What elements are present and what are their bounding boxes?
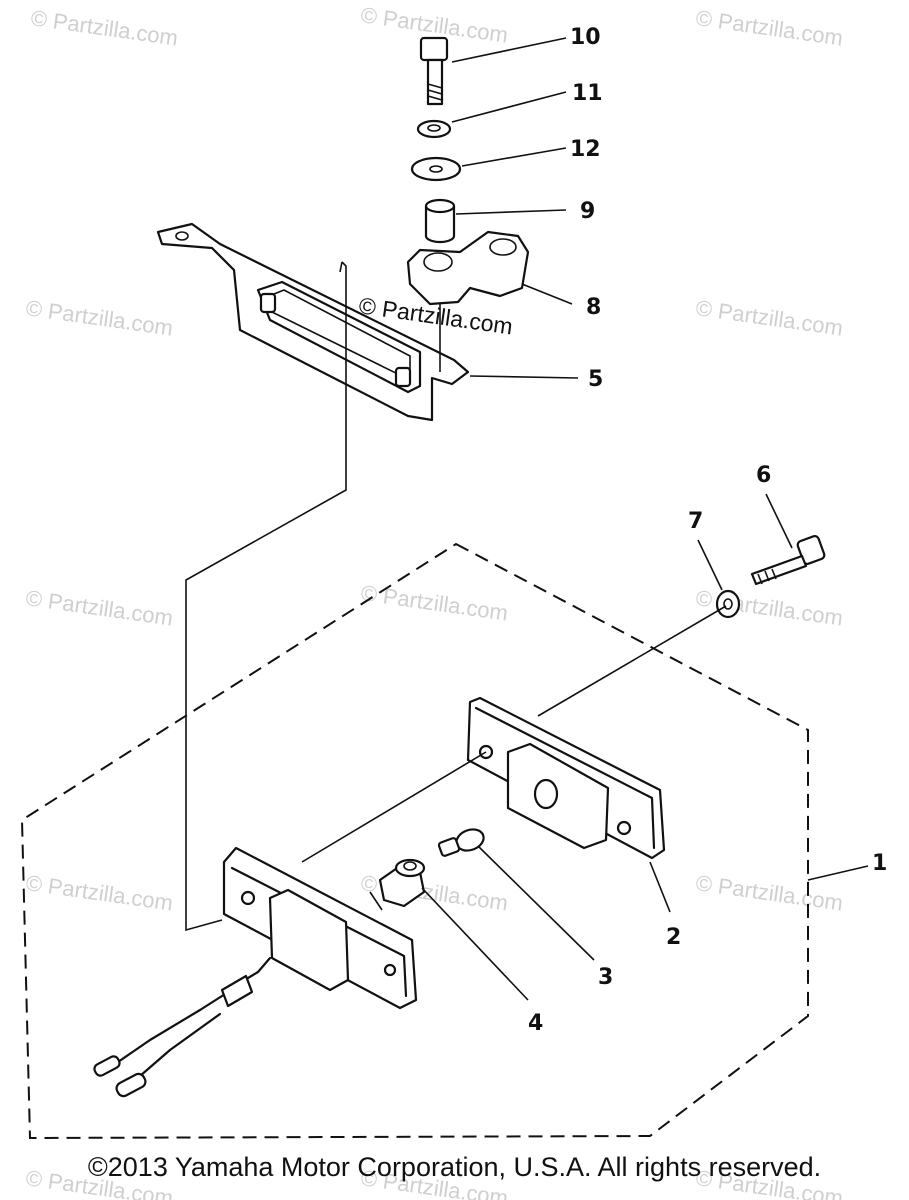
watermark-text: © Partzilla.com [24, 585, 174, 630]
watermark-text: © Partzilla.com [24, 295, 174, 340]
copyright-notice: ©2013 Yamaha Motor Corporation, U.S.A. A… [87, 1152, 822, 1182]
callout-labels: 10 11 12 9 8 5 6 7 2 1 3 4 [528, 25, 887, 1036]
callout-12: 12 [570, 137, 601, 162]
assembly-leader-lines [185, 261, 727, 932]
part-5-bracket [156, 222, 470, 422]
callout-6: 6 [756, 463, 771, 488]
watermark-text: © Partzilla.com [694, 5, 844, 50]
part-7-washer [715, 589, 741, 619]
callout-3: 3 [598, 965, 613, 990]
watermark-text: © Partzilla.com [359, 580, 509, 625]
callout-11: 11 [572, 81, 603, 106]
watermark-text: © Partzilla.com [694, 295, 844, 340]
callout-leaders [421, 37, 869, 1001]
callout-10: 10 [570, 25, 601, 50]
watermark-text: © Partzilla.com [24, 870, 174, 915]
part-9-collar [424, 198, 456, 244]
part-6-screw [750, 534, 826, 586]
part-12-washer [410, 156, 462, 182]
part-8-arm [406, 230, 530, 372]
callout-9: 9 [580, 199, 595, 224]
lamp-housing [93, 846, 418, 1098]
part-4-socket [369, 858, 426, 911]
callout-5: 5 [588, 367, 603, 392]
callout-1: 1 [872, 851, 887, 876]
watermark-text: © Partzilla.com [29, 5, 179, 50]
assembly-boundary [20, 542, 809, 1140]
part-11-lock-washer [416, 119, 452, 139]
callout-2: 2 [666, 925, 681, 950]
part-3-bulb [437, 828, 485, 857]
part-10-bolt [419, 36, 449, 106]
callout-7: 7 [688, 509, 703, 534]
part-2-lens [466, 696, 666, 860]
callout-8: 8 [586, 295, 601, 320]
callout-4: 4 [528, 1011, 543, 1036]
